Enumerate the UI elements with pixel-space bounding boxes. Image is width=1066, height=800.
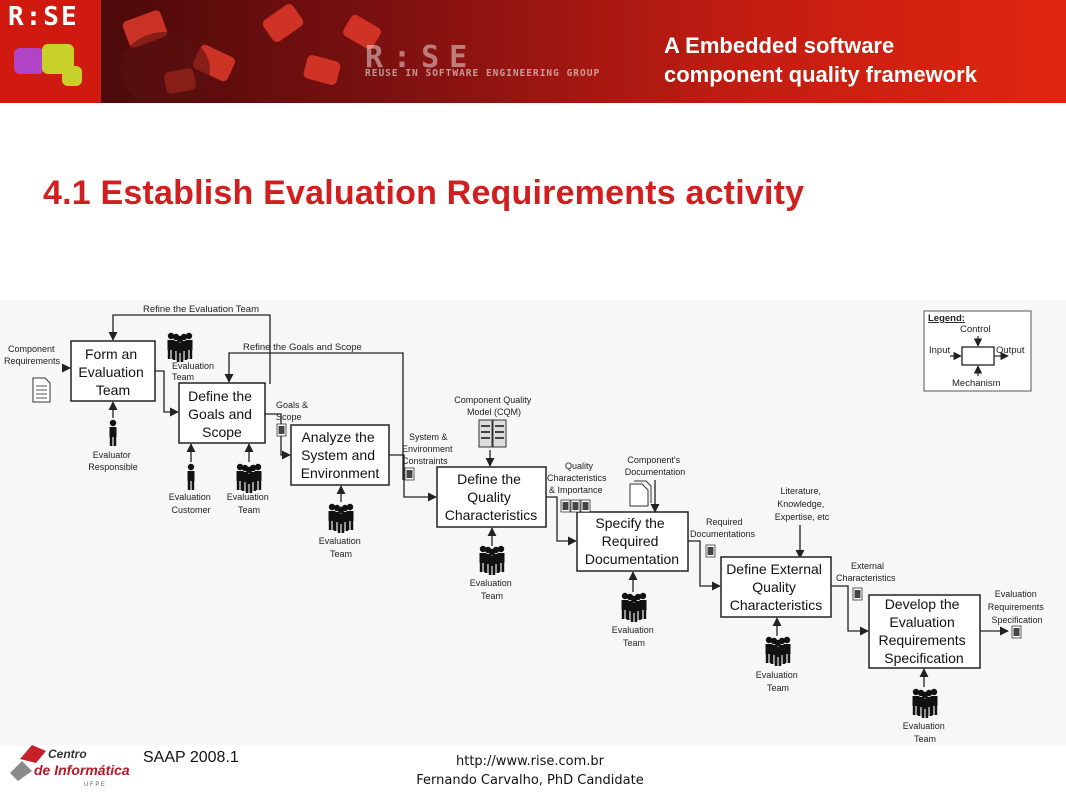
header-title: A Embedded software component quality fr… — [664, 31, 1064, 89]
banner-brand: R:SE — [365, 40, 478, 75]
feedback-label-goals: Refine the Goals and Scope — [243, 342, 362, 353]
label-components-documentation: Component's Documentation — [625, 455, 686, 477]
label-goals-scope: Goals & Scope — [276, 400, 311, 422]
label-evaluation-team-7: Evaluation Team — [903, 721, 948, 744]
activity-label-quality-characteristics: Define the Quality Characteristics — [445, 471, 538, 523]
label-required-documentations: Required Documentations — [690, 517, 756, 539]
documents-stack-icon — [629, 480, 652, 507]
activity-box-evaluation-spec — [868, 594, 981, 669]
activity-box-goals-scope — [178, 382, 266, 444]
activity-label-analyze-system: Analyze the System and Environment — [301, 429, 380, 481]
label-evaluator-responsible: Evaluator Responsible — [88, 450, 138, 472]
header-banner: R:SE R:SE REUSE IN SOFTWARE ENGINEERING … — [0, 0, 1066, 103]
activity-box-required-documentation — [576, 511, 689, 572]
document-icon — [580, 499, 591, 513]
label-literature: Literature, Knowledge, Expertise, etc — [775, 486, 830, 522]
label-system-environment: System & Environment Constraints — [402, 432, 455, 466]
activity-label-evaluation-spec: Develop the Evaluation Requirements Spec… — [878, 596, 969, 666]
activity-label-required-documentation: Specify the Required Documentation — [585, 515, 679, 567]
footer-event: SAAP 2008.1 — [143, 749, 239, 766]
puzzle-decoration-icon — [120, 3, 381, 103]
org-line3: U F P E — [84, 782, 105, 788]
activity-label-form-team: Form an Evaluation Team — [78, 346, 147, 398]
header-title-line2: component quality framework — [664, 62, 977, 87]
label-cqm: Component Quality Model (CQM) — [454, 395, 534, 417]
puzzle-piece-icon — [62, 66, 82, 86]
label-quality-importance: Quality Characteristics & Importance — [547, 461, 609, 495]
centro-informatica-logo: Centro de Informática U F P E — [10, 745, 130, 788]
database-icon — [478, 419, 507, 448]
document-icon — [852, 587, 863, 601]
slide-title: 4.1 Establish Evaluation Requirements ac… — [43, 174, 805, 212]
org-line2: de Informática — [34, 762, 130, 778]
label-evaluation-team-4: Evaluation Team — [470, 578, 515, 601]
activity-label-goals-scope: Define the Goals and Scope — [188, 388, 256, 440]
label-evaluation-team-6: Evaluation Team — [756, 670, 801, 693]
activity-box-external-quality — [720, 556, 832, 618]
footer-author: Fernando Carvalho, PhD Candidate — [416, 773, 644, 788]
document-icon — [560, 499, 571, 513]
label-evaluation-customer: Evaluation Customer — [169, 492, 214, 515]
activity-box-form-team — [70, 340, 156, 402]
legend: Legend: Control Input Output Mechanism — [923, 310, 1032, 392]
label-external-characteristics: External Characteristics — [836, 561, 896, 583]
rise-logo-text: R:SE — [8, 2, 79, 32]
legend-control: Control — [960, 324, 991, 335]
activity-box-analyze-system — [290, 424, 390, 486]
footer-url: http://www.rise.com.br — [455, 754, 604, 769]
label-evaluation-team-5: Evaluation Team — [612, 625, 657, 648]
label-component-requirements: Component Requirements — [4, 344, 61, 366]
footer-credits: http://www.rise.com.br Fernando Carvalho… — [380, 752, 680, 790]
idef0-diagram: Refine the Evaluation Team Refine the Go… — [0, 300, 1066, 745]
label-evaluation-team-2: Evaluation Team — [227, 492, 272, 515]
legend-mechanism: Mechanism — [952, 378, 1001, 389]
label-evaluation-team-3: Evaluation Team — [319, 536, 364, 559]
legend-title: Legend: — [928, 313, 965, 324]
header-title-line1: A Embedded software — [664, 33, 895, 58]
document-icon — [404, 467, 415, 481]
document-icon — [276, 423, 287, 437]
activity-label-external-quality: Define External Quality Characteristics — [726, 561, 826, 613]
puzzle-piece-icon — [14, 48, 44, 74]
org-line1: Centro — [48, 747, 87, 761]
document-icon — [1011, 625, 1022, 639]
legend-output: Output — [996, 345, 1025, 356]
label-evaluation-team-1: Evaluation Team — [172, 361, 217, 382]
legend-input: Input — [929, 345, 950, 356]
rise-logo: R:SE — [0, 0, 101, 103]
activity-box-quality-characteristics — [436, 466, 547, 528]
feedback-label-team: Refine the Evaluation Team — [143, 304, 259, 315]
document-icon — [32, 377, 51, 403]
document-icon — [705, 544, 716, 558]
document-icon — [570, 499, 581, 513]
banner-tagline: REUSE IN SOFTWARE ENGINEERING GROUP — [365, 68, 601, 79]
label-eval-req-spec: Evaluation Requirements Specification — [988, 589, 1047, 625]
